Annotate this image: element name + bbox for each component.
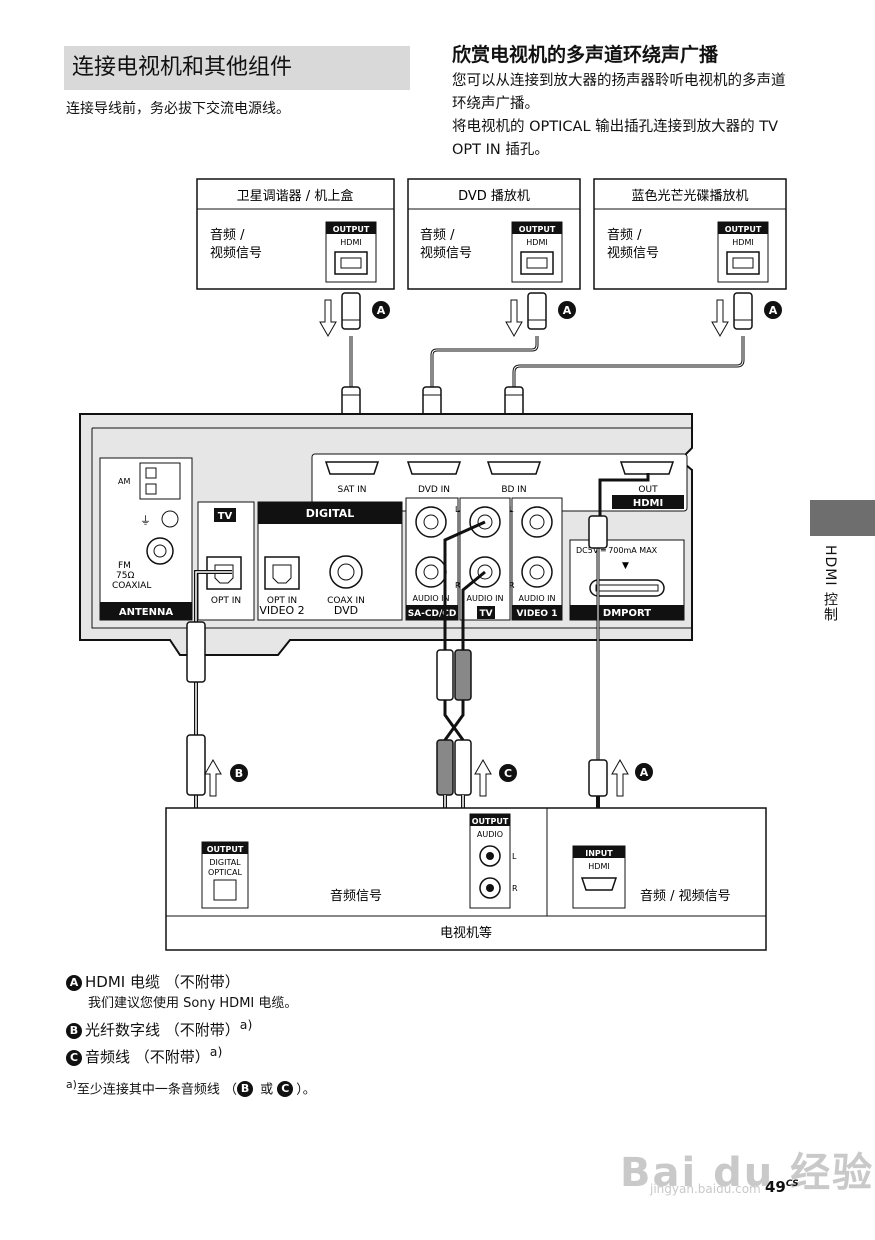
svg-text:DIGITAL: DIGITAL	[209, 858, 241, 867]
source-name: DVD 播放机	[458, 189, 530, 204]
cable-marker-a: A A A	[372, 301, 782, 319]
svg-text:SAT IN: SAT IN	[337, 485, 366, 495]
tv-box: 电视机等 OUTPUT DIGITAL OPTICAL 音频信号 OUTPUT …	[165, 807, 767, 951]
svg-text:AUDIO IN: AUDIO IN	[412, 594, 449, 603]
svg-text:C: C	[504, 767, 512, 780]
svg-text:A: A	[377, 304, 386, 317]
svg-text:OUT: OUT	[638, 485, 658, 495]
svg-text:L: L	[455, 505, 460, 514]
subsection-title: 欣赏电视机的多声道环绕声广播	[452, 44, 719, 66]
watermark-logo: Bai du 经验	[620, 1150, 875, 1196]
source-box-sat: 卫星调谐器 / 机上盒 音频 / 视频信号 OUTPUT HDMI	[196, 178, 395, 290]
svg-text:HDMI: HDMI	[340, 238, 361, 247]
svg-text:AM: AM	[118, 477, 130, 486]
svg-text:DIGITAL: DIGITAL	[306, 507, 355, 520]
svg-text:INPUT: INPUT	[585, 849, 613, 858]
svg-text:AUDIO IN: AUDIO IN	[466, 594, 503, 603]
svg-text:A: A	[563, 304, 572, 317]
page-number: 49CS	[765, 1178, 799, 1196]
svg-text:COAX IN: COAX IN	[327, 596, 365, 606]
hdmi-cables	[349, 336, 745, 392]
svg-text:音频 /: 音频 /	[607, 227, 642, 243]
svg-text:HDMI: HDMI	[633, 498, 663, 509]
svg-text:音频 /: 音频 /	[420, 227, 455, 243]
section-title: 连接电视机和其他组件	[64, 46, 410, 90]
source-name: 卫星调谐器 / 机上盒	[237, 188, 354, 204]
svg-text:R: R	[455, 581, 461, 590]
svg-text:DVD: DVD	[334, 604, 358, 617]
svg-text:AUDIO: AUDIO	[477, 830, 503, 839]
watermark-url: jingyan.baidu.com	[650, 1182, 761, 1196]
svg-text:VIDEO 1: VIDEO 1	[517, 609, 558, 619]
svg-text:音频信号: 音频信号	[330, 888, 382, 904]
chapter-tab-label: HDMI 控制	[822, 545, 838, 622]
receiver-panel: SAT IN DVD IN BD IN OUT HDMI AM ⏚ FM 75Ω…	[79, 413, 693, 656]
svg-text:OUTPUT: OUTPUT	[725, 225, 762, 234]
svg-text:OPTICAL: OPTICAL	[208, 868, 242, 877]
svg-text:AUDIO IN: AUDIO IN	[518, 594, 555, 603]
svg-text:HDMI: HDMI	[526, 238, 547, 247]
svg-text:▼: ▼	[622, 561, 629, 571]
svg-text:TV: TV	[479, 609, 492, 619]
svg-text:SA-CD/CD: SA-CD/CD	[408, 609, 457, 619]
svg-text:A: A	[640, 766, 649, 779]
source-signal-line1: 音频 /	[210, 227, 245, 243]
svg-text:OUTPUT: OUTPUT	[207, 845, 244, 854]
svg-text:TV: TV	[218, 511, 233, 522]
svg-text:COAXIAL: COAXIAL	[112, 581, 151, 591]
svg-text:OUTPUT: OUTPUT	[519, 225, 556, 234]
source-signal-line2: 视频信号	[210, 246, 262, 261]
svg-text:OPT IN: OPT IN	[211, 596, 241, 606]
svg-text:DC5V ═ 700mA MAX: DC5V ═ 700mA MAX	[576, 546, 658, 555]
tv-title: 电视机等	[440, 925, 492, 941]
subsection-body: 您可以从连接到放大器的扬声器聆听电视机的多声道环绕声广播。 将电视机的 OPTI…	[452, 73, 786, 158]
note-a-sub: 我们建议您使用 Sony HDMI 电缆。	[88, 996, 298, 1011]
source-box-dvd: DVD 播放机 音频 / 视频信号 OUTPUT HDMI	[407, 178, 581, 290]
chapter-tab[interactable]	[810, 500, 875, 536]
svg-text:R: R	[509, 581, 515, 590]
source-name: 蓝色光芒光碟播放机	[631, 188, 748, 204]
svg-text:DMPORT: DMPORT	[603, 608, 651, 619]
svg-text:B: B	[235, 767, 243, 780]
svg-text:VIDEO 2: VIDEO 2	[259, 604, 304, 617]
svg-text:HDMI: HDMI	[588, 862, 609, 871]
svg-text:OUTPUT: OUTPUT	[333, 225, 370, 234]
svg-text:视频信号: 视频信号	[420, 246, 472, 261]
svg-text:OUTPUT: OUTPUT	[472, 817, 509, 826]
svg-text:OPT IN: OPT IN	[267, 596, 297, 606]
svg-text:75Ω: 75Ω	[116, 571, 134, 581]
svg-text:DVD IN: DVD IN	[418, 485, 450, 495]
svg-text:HDMI: HDMI	[732, 238, 753, 247]
svg-text:音频 / 视频信号: 音频 / 视频信号	[640, 888, 731, 904]
signal-arrows	[319, 299, 729, 338]
svg-text:L: L	[509, 505, 514, 514]
svg-text:⏚: ⏚	[140, 514, 151, 527]
footnote: a)至少连接其中一条音频线 （B 或 C）。	[66, 1078, 316, 1098]
svg-text:L: L	[512, 852, 517, 861]
lead-text: 连接导线前，务必拔下交流电源线。	[66, 101, 290, 117]
hdmi-plugs-top	[341, 292, 753, 420]
svg-text:FM: FM	[118, 561, 131, 571]
svg-text:R: R	[512, 884, 518, 893]
svg-text:视频信号: 视频信号	[607, 246, 659, 261]
svg-text:A: A	[769, 304, 778, 317]
svg-text:ANTENNA: ANTENNA	[119, 607, 173, 618]
svg-text:BD IN: BD IN	[501, 485, 526, 495]
source-box-bluray: 蓝色光芒光碟播放机 音频 / 视频信号 OUTPUT HDMI	[593, 178, 787, 290]
